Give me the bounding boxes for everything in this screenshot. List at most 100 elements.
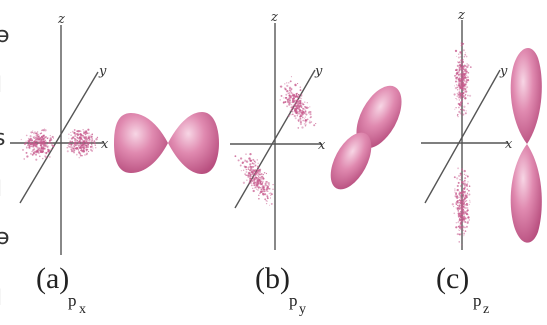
cloud-dot [71,147,74,150]
cloud-dot [250,174,252,176]
cloud-dot [459,56,462,58]
cloud-dot [464,200,467,202]
cloud-dot [461,99,464,101]
cloud-dot [69,140,72,143]
cloud-dot [264,190,267,192]
cloud-dot [29,137,32,140]
cloud-dot [45,156,48,159]
cloud-dot [76,132,79,136]
cloud-dot [299,114,302,116]
cloud-dot [260,183,263,186]
cloud-dot [456,71,459,75]
cloud-dot [254,186,257,189]
cloud-dot [460,73,463,76]
cloud-dot [297,120,300,122]
cloud-dot [301,116,304,119]
cloud-dot [295,111,297,113]
cloud-dot [303,101,306,103]
cloud-dot [42,138,44,140]
cloud-dot [88,139,91,142]
cloud-dot [82,135,84,137]
cloud-dot [77,137,80,140]
cloud-dot [261,187,263,189]
cloud-dot [259,171,262,173]
cloud-dot [463,235,465,237]
cloud-dot [249,152,252,156]
cloud-dot [253,181,255,183]
cloud-dot [256,178,259,180]
cloud-dot [290,109,293,111]
cloud-dot [252,165,254,168]
cloud-dot [30,131,33,134]
cloud-dot [289,96,292,99]
cloud-dot [83,145,85,147]
cloud-dot [254,162,257,164]
cloud-dot [31,150,33,153]
cloud-dot [466,202,469,205]
cloud-dot [280,85,283,88]
cloud-dot [77,146,79,147]
cloud-dot [81,146,84,148]
cloud-dot [270,193,273,196]
cloud-dot [459,178,461,180]
cloud-dot [463,105,466,108]
cloud-dot [459,214,462,216]
cloud-dot [288,94,291,97]
cloud-dot [74,135,77,138]
cloud-dot [457,181,460,184]
cloud-dot [34,131,36,133]
cloud-dot [304,121,307,124]
cloud-dot [460,233,462,235]
cloud-dot [466,188,469,191]
cloud-dot [298,96,302,100]
cloud-dot [250,184,253,187]
cloud-dot [289,98,291,100]
cloud-dot [297,101,299,103]
cloud-dot [262,188,266,191]
cloud-dot [94,144,97,146]
cloud-dot [457,102,460,105]
cloud-dot [295,100,298,102]
cloud-dot [79,133,81,136]
cloud-dot [75,153,78,156]
cloud-dot [461,168,463,171]
cloud-dot [307,111,310,114]
cloud-dot [80,141,83,144]
cloud-dot [456,92,458,94]
cloud-dot [306,102,308,104]
edge-glyph-3: s [0,126,5,151]
cloud-dot [293,97,295,100]
cloud-dot [247,174,250,177]
cloud-dot [257,177,259,180]
cloud-dot [464,90,468,93]
cloud-dot [462,208,465,211]
cloud-dot [461,215,463,217]
cloud-dot [66,147,68,149]
cloud-dot [256,179,258,181]
cloud-dot [300,95,303,97]
cloud-dot [457,93,460,96]
cloud-dot [80,130,82,132]
cloud-dot [86,148,89,151]
cloud-dot [45,151,48,154]
cloud-dot [45,145,48,147]
cloud-dot [457,53,460,55]
cloud-dot [79,154,82,157]
cloud-dot [241,161,245,164]
cloud-dot [458,61,461,64]
cloud-dot [458,229,460,231]
cloud-dot [70,134,72,136]
cloud-dot [66,150,69,153]
cloud-dot [70,131,72,134]
cloud-dot [291,110,294,113]
cloud-dot [457,212,460,215]
cloud-dot [290,101,292,103]
cloud-dot [263,190,265,193]
cloud-dot [43,144,46,147]
cloud-dot [78,144,80,147]
cloud-dot [462,82,464,84]
cloud-dot [463,87,466,90]
cloud-dot [262,177,265,180]
cloud-dot [463,179,466,182]
cloud-dot [464,177,467,180]
